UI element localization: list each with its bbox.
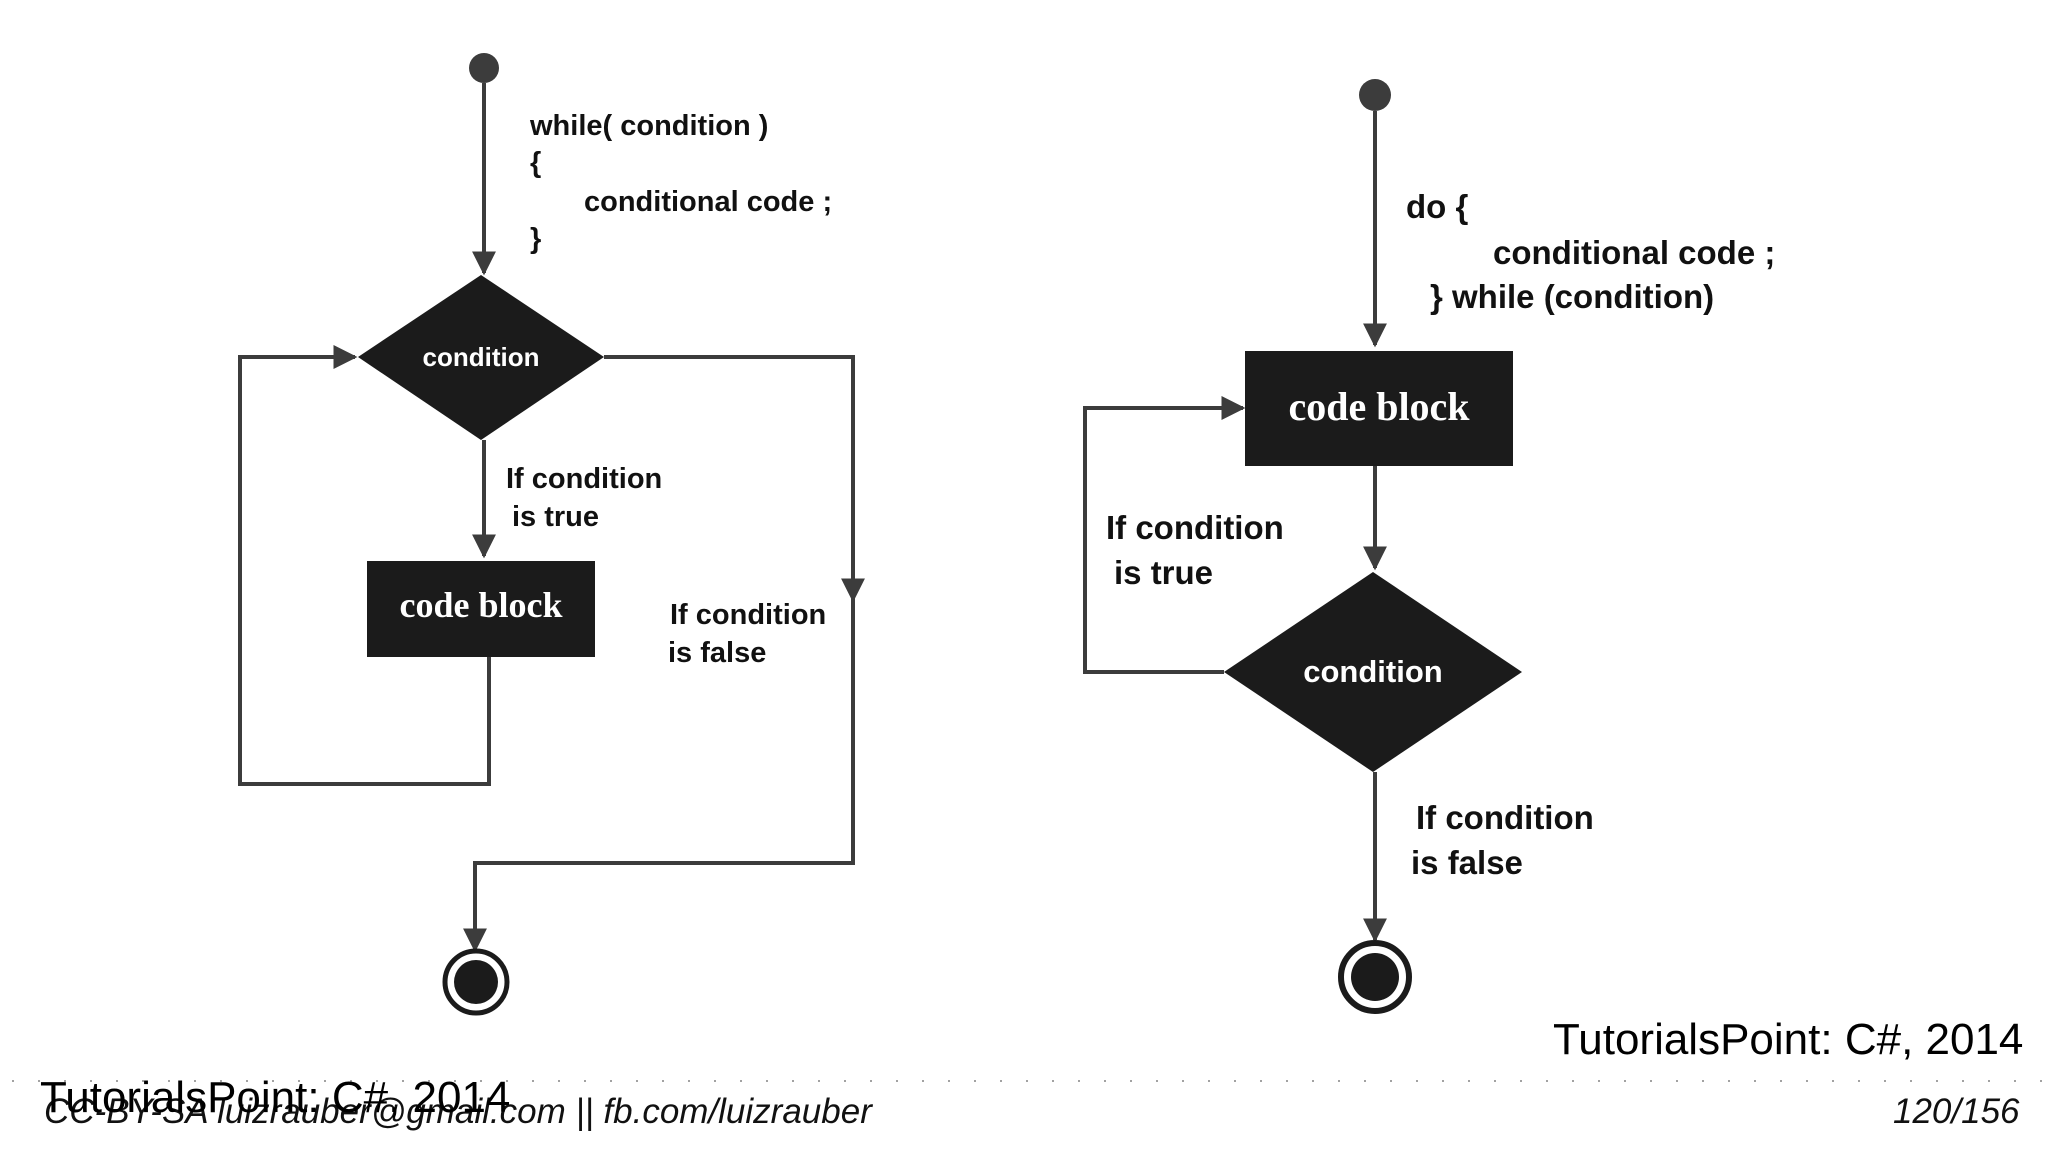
do-while-true-label-1: If condition [1106,509,1284,546]
while-true-label-1: If condition [506,463,662,495]
do-while-code-block-label: code block [1288,384,1470,429]
while-true-label-2: is true [512,501,599,533]
while-start-node [469,53,499,83]
source-caption-right: TutorialsPoint: C#, 2014 [1553,1015,2024,1064]
while-code-block-label: code block [399,585,562,625]
while-false-arrow-b [463,596,855,953]
while-code-block [367,561,595,657]
while-false-arrow-a [604,355,865,603]
while-false-label-1: If condition [670,599,826,631]
do-while-code-line-2: conditional code ; [1493,234,1775,271]
while-loop-diagram: while( condition ) { conditional code ; … [238,53,865,1016]
while-condition-diamond [358,275,604,440]
while-code-line-3: conditional code ; [584,186,832,218]
footer-page-number: 120/156 [1893,1092,2020,1131]
while-code-line-2: { [530,147,541,179]
while-loop-back-arrow [238,345,491,786]
source-caption-left: TutorialsPoint: C#, 2014 [40,1073,511,1122]
do-while-false-label-2: is false [1411,844,1523,881]
do-while-code-line-1: do { [1406,188,1468,225]
do-while-loop-back-arrow [1083,396,1246,674]
while-code-line-4: } [530,223,541,255]
do-while-false-label-1: If condition [1416,799,1594,836]
while-condition-label: condition [423,342,540,372]
do-while-start-node [1359,79,1391,111]
do-while-true-label-2: is true [1114,554,1213,591]
footer-license: CC-BY-SA luizrauber@gmail.com || fb.com/… [44,1092,872,1131]
do-while-condition-label: condition [1303,654,1442,689]
do-while-loop-diagram: do { conditional code ; } while (conditi… [1083,79,1775,1014]
do-while-code-block [1245,351,1513,466]
while-false-label-2: is false [668,637,766,669]
do-while-end-node-core [1351,953,1399,1001]
do-while-condition-diamond [1224,572,1522,772]
footer-divider [0,1080,2048,1082]
do-while-code-line-3: } while (condition) [1430,278,1714,315]
while-end-node-core [454,960,498,1004]
while-code-line-1: while( condition ) [529,110,768,142]
